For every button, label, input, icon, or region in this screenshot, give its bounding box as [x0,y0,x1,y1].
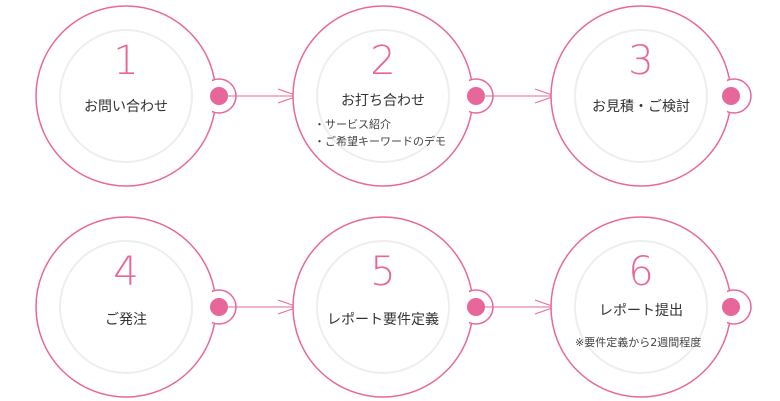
step-4-bump-mask [196,288,212,326]
step-2-inner-ring [316,29,450,163]
step-1-connector-dot [210,87,228,105]
step-4-outer-ring [35,216,217,398]
step-6-note-1: ※要件定義から2週間程度 [575,336,702,349]
step-2 [292,5,557,187]
step-2-note-2: ・ご希望キーワードのデモ [314,135,446,148]
step-3-inner-ring [574,29,708,163]
step-4-title: ご発注 [105,312,147,328]
step-1-number: 1 [113,38,139,84]
step-1 [35,5,300,187]
step-5 [292,216,557,398]
step-5-inner-ring [316,240,450,374]
step-3-bump-mask [711,77,727,115]
step-2-number: 2 [370,38,396,84]
step-2-title: お打ち合わせ [341,93,425,109]
step-5-outer-ring [292,216,474,398]
step-4-number: 4 [113,249,139,295]
step-1-inner-ring [59,29,193,163]
step-3-title: お見積・ご検討 [592,99,690,115]
step-3-connector-dot [722,87,740,105]
step-1-title: お問い合わせ [84,99,168,115]
step-6-number: 6 [628,249,654,295]
step-6-connector-dot [722,298,740,316]
step-1-bump-mask [196,77,212,115]
step-2-connector-dot [467,87,485,105]
step-4-connector-dot [210,298,228,316]
step-6 [550,216,752,398]
step-6-bump-mask [711,288,727,326]
step-2-note-1: ・サービス紹介 [314,118,391,131]
step-4-inner-ring [59,240,193,374]
step-3-number: 3 [628,38,654,84]
step-5-bump-mask [453,288,469,326]
step-5-title: レポート要件定義 [327,312,439,328]
step-5-number: 5 [370,249,396,295]
step-2-bump-mask [453,77,469,115]
step-6-title: レポート提出 [599,303,683,319]
step-5-connector-dot [467,298,485,316]
step-4 [35,216,300,398]
step-6-inner-ring [574,240,708,374]
step-3 [550,5,752,187]
